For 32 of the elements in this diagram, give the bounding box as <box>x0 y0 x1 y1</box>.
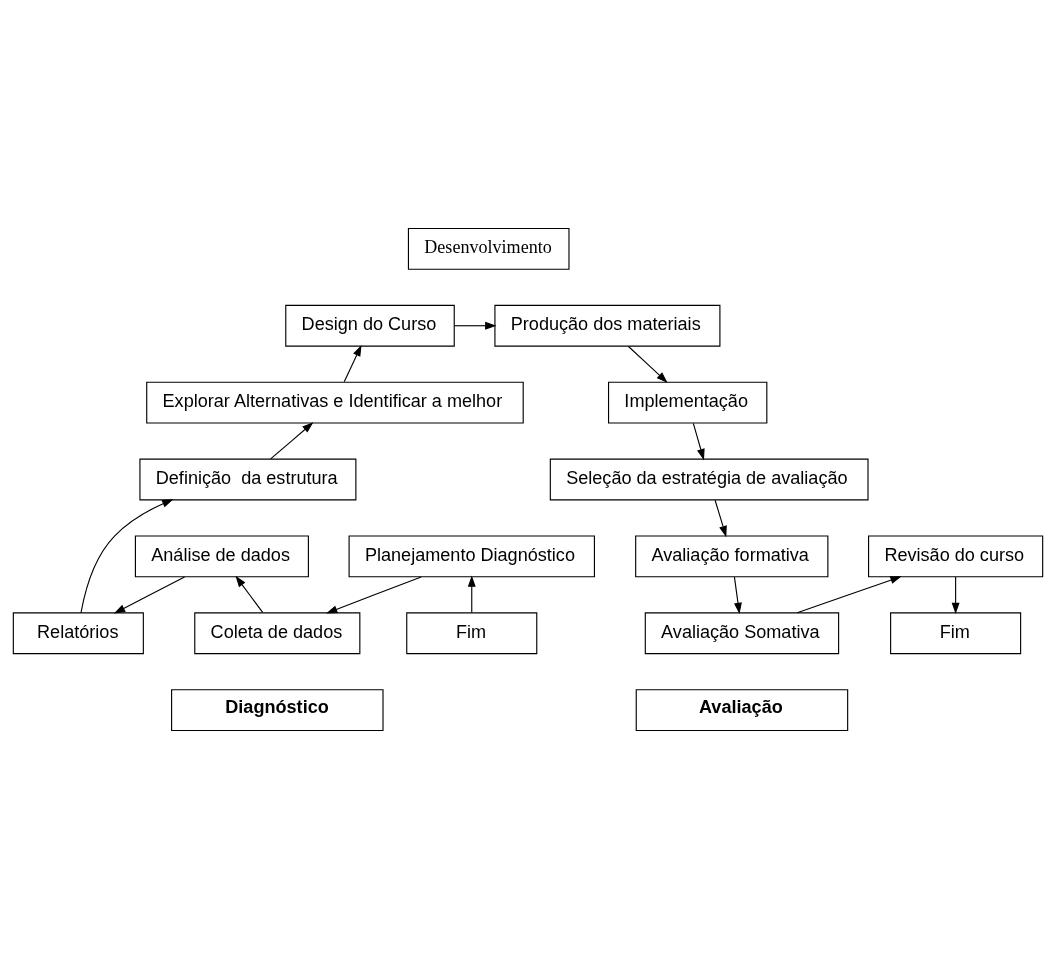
arrow <box>467 575 476 613</box>
node-box: Planejamento Diagnóstico <box>348 535 595 578</box>
arrow <box>714 499 727 538</box>
node-box: Definição da estrutura <box>139 458 357 501</box>
arrow <box>733 576 742 615</box>
node-box: Explorar Alternativas e Identificar a melhor <box>146 381 524 424</box>
node-box: Diagnóstico <box>171 689 384 732</box>
node-box: Coleta de dados <box>194 612 361 655</box>
node-box: Design do Curso <box>285 304 455 347</box>
node-box: Relatórios <box>12 612 144 655</box>
arrow <box>796 576 902 614</box>
node-box: Análise de dados <box>134 535 309 578</box>
arrow <box>627 345 668 383</box>
arrow <box>343 344 362 383</box>
arrow <box>235 575 264 613</box>
node-box: Implementação <box>608 381 768 424</box>
node-box: Fim <box>406 612 538 655</box>
arrow <box>113 576 186 614</box>
arrow <box>270 422 314 460</box>
node-box: Avaliação Somativa <box>644 612 840 655</box>
node-box: Fim <box>890 612 1022 655</box>
arrow <box>951 576 960 615</box>
arrow <box>692 422 705 461</box>
node-box: Revisão do curso <box>868 535 1044 578</box>
node-box: Produção dos materiais <box>494 304 721 347</box>
node-box: Avaliação <box>635 689 849 732</box>
node-box: Seleção da estratégia de avaliação <box>549 458 869 501</box>
arrow <box>80 499 174 614</box>
node-box: Desenvolvimento <box>407 227 570 270</box>
arrow <box>326 576 422 614</box>
node-box: Avaliação formativa <box>635 535 829 578</box>
arrow <box>453 321 497 330</box>
